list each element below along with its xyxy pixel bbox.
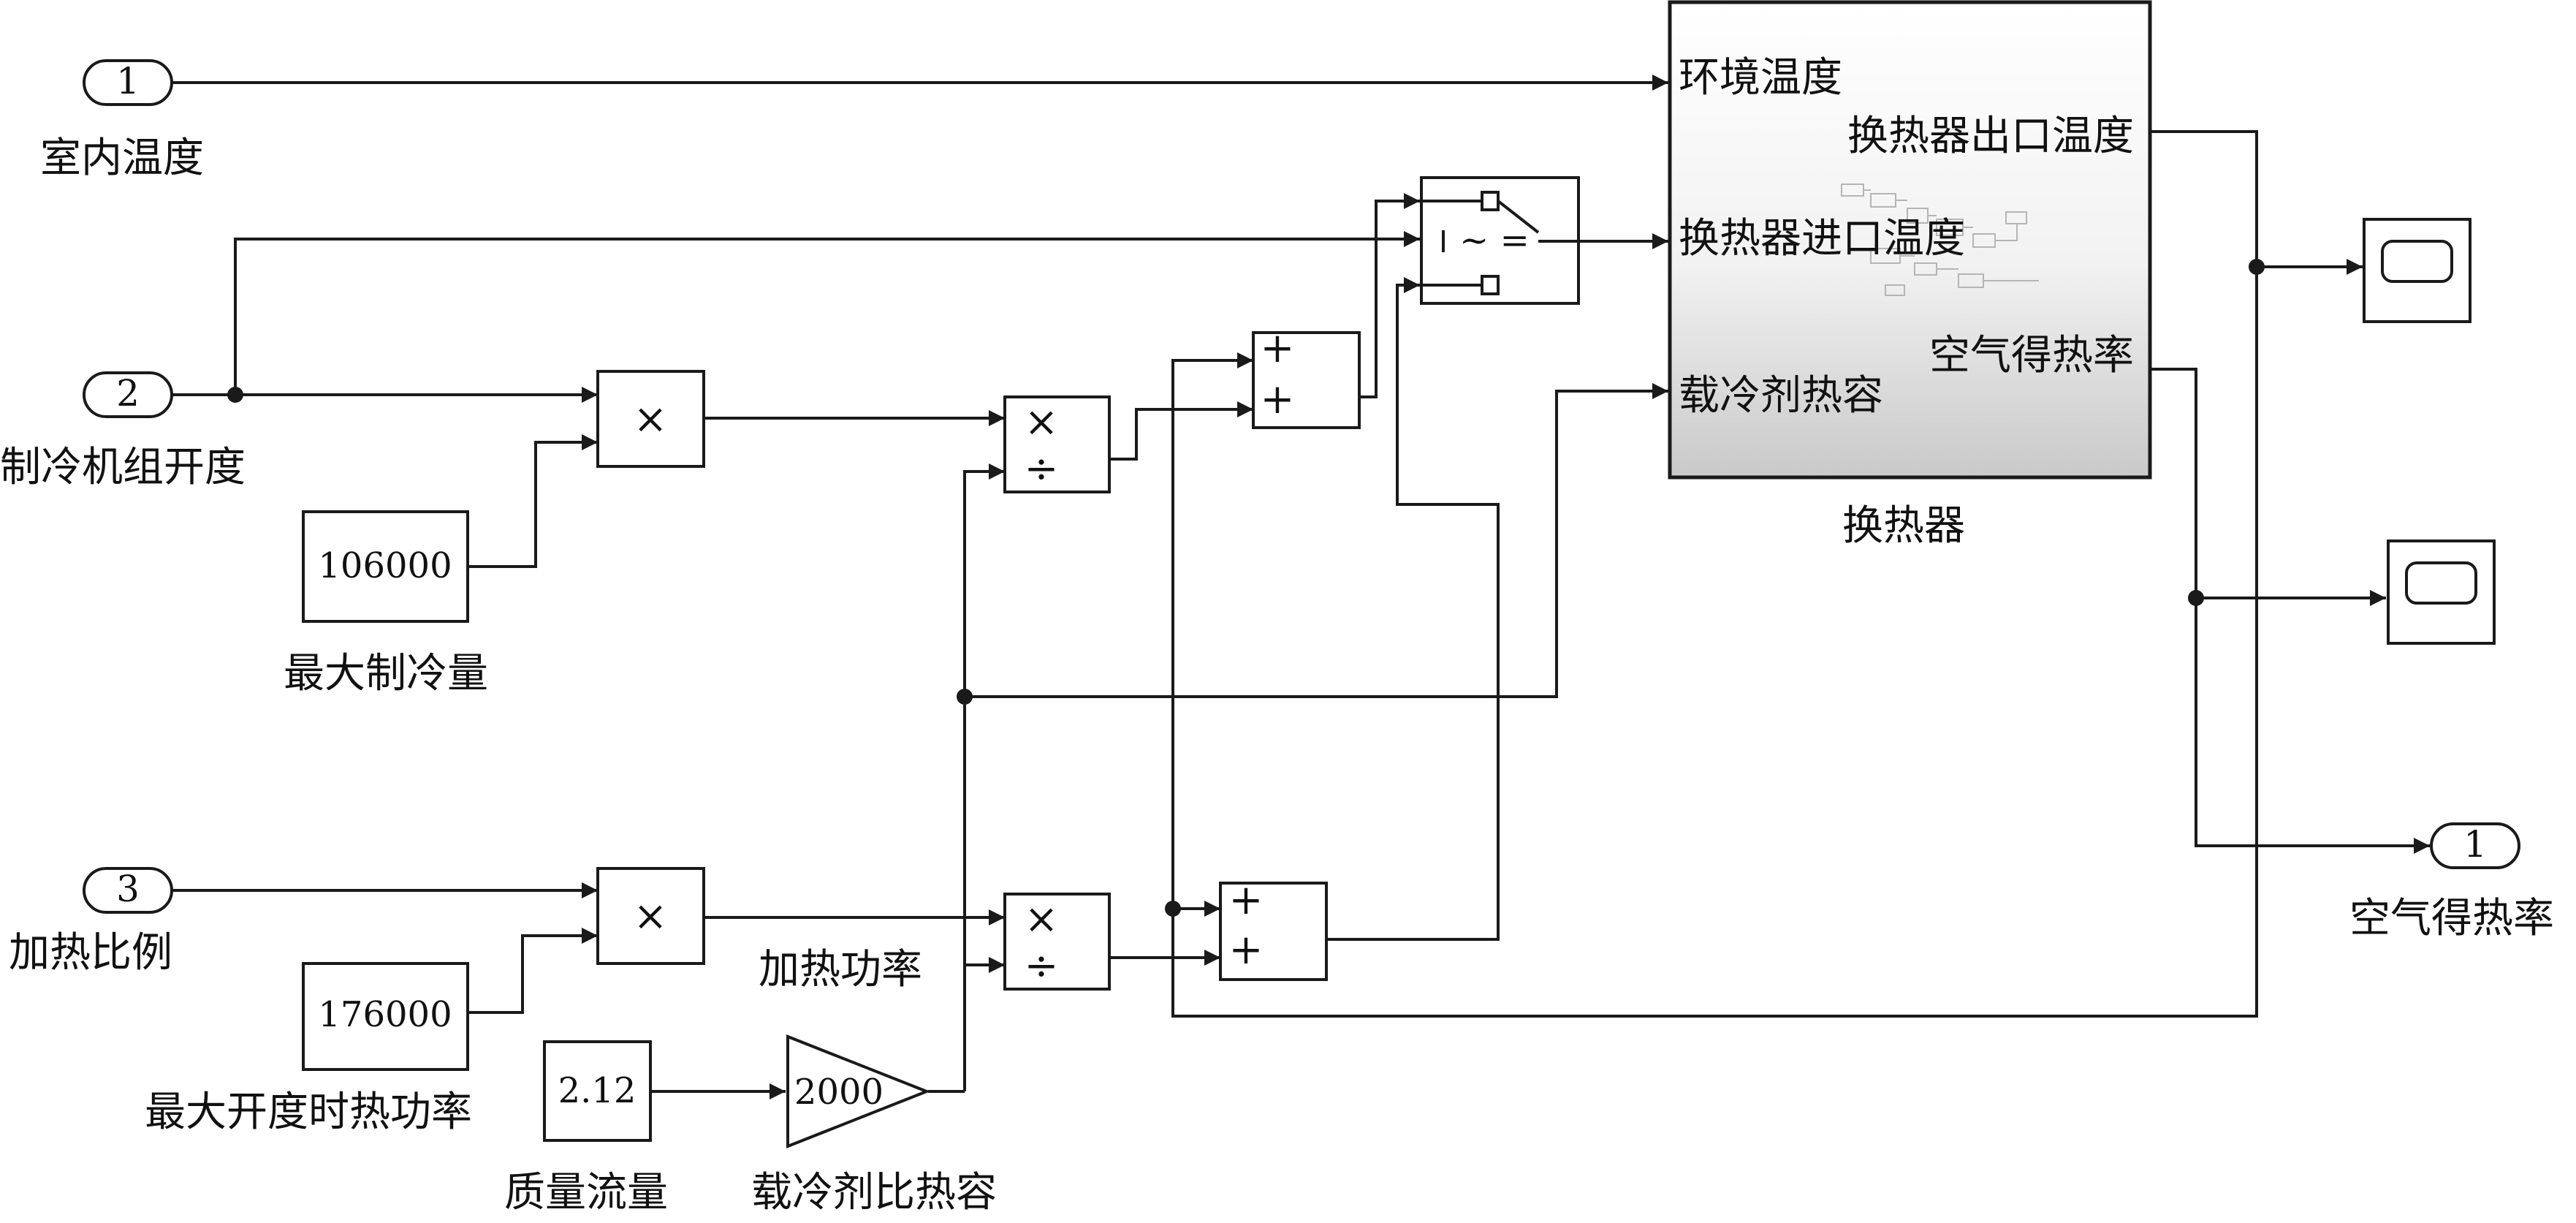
subsystem-box[interactable] xyxy=(1668,0,2152,480)
svg-text:2: 2 xyxy=(116,372,140,414)
svg-text:~ =: ~ = xyxy=(1459,220,1530,261)
svg-text:2000: 2000 xyxy=(794,1072,884,1113)
svg-text:+: + xyxy=(1229,926,1264,974)
svg-text:1: 1 xyxy=(2463,823,2487,866)
subsystem-input-inlet: 换热器进口温度 xyxy=(1679,215,1965,262)
sum-block-1[interactable]: + + xyxy=(1252,325,1361,429)
subsystem-thumbnail-icon xyxy=(1841,183,2039,296)
signal-lines xyxy=(172,75,2430,1099)
wire-heatcap-subsystem xyxy=(963,383,1668,1091)
wire-heatcap-divide2 xyxy=(963,957,1005,1091)
wire-heat-gain xyxy=(2148,368,2430,847)
svg-text:+: + xyxy=(1261,376,1295,423)
junctions xyxy=(227,259,2265,917)
outport-1[interactable]: 1 xyxy=(2430,822,2520,869)
wire-feedback-sum1 xyxy=(1171,352,1253,1016)
gain-block[interactable]: 2000 xyxy=(786,1034,931,1148)
svg-text:1: 1 xyxy=(116,60,140,102)
product-block-1[interactable]: × xyxy=(596,370,705,468)
heating-power-label: 加热功率 xyxy=(759,946,922,993)
constant-mass-flow[interactable]: 2.12 xyxy=(543,1040,652,1142)
junction-dot xyxy=(227,387,243,403)
product-block-2[interactable]: × xyxy=(596,867,705,965)
constant-max-heat-power-label: 最大开度时热功率 xyxy=(145,1088,472,1136)
inport-2[interactable]: 2 xyxy=(83,371,173,418)
wire-176000-product2 xyxy=(468,928,598,1014)
inport-2-label: 制冷机组开度 xyxy=(0,444,246,491)
divide-block-2[interactable]: × ÷ xyxy=(1003,893,1111,991)
svg-text:×: × xyxy=(634,893,668,940)
wire-outlet-temp xyxy=(2148,130,2258,281)
svg-text:+: + xyxy=(1229,876,1264,924)
constant-max-heat-power[interactable]: 176000 xyxy=(302,962,469,1071)
subsystem-output-outlet: 换热器出口温度 xyxy=(1847,113,2134,160)
wire-in2-switch xyxy=(234,231,1420,395)
wire-feedback-sum2 xyxy=(1171,281,2258,1018)
svg-text:+: + xyxy=(1261,325,1295,372)
svg-text:106000: 106000 xyxy=(318,545,452,586)
svg-text:176000: 176000 xyxy=(318,994,452,1035)
heat-exchanger-subsystem[interactable]: 环境温度 换热器进口温度 载冷剂热容 换热器出口温度 空气得热率 xyxy=(1668,0,2152,480)
inport-3[interactable]: 3 xyxy=(83,867,173,914)
svg-text:÷: ÷ xyxy=(1025,942,1059,990)
scope-icon xyxy=(2405,561,2477,605)
inport-1[interactable]: 1 xyxy=(83,59,173,106)
wire-heatcap-divide1 xyxy=(963,463,1005,697)
wire-106000-product1 xyxy=(468,434,598,568)
constant-mass-flow-label: 质量流量 xyxy=(504,1169,668,1216)
scope-icon xyxy=(2381,240,2453,283)
svg-text:×: × xyxy=(1025,896,1059,943)
svg-text:3: 3 xyxy=(116,868,140,910)
junction-dot xyxy=(1165,901,1181,917)
junction-dot xyxy=(957,689,973,705)
svg-text:×: × xyxy=(1025,398,1059,446)
inport-1-label: 室内温度 xyxy=(40,135,204,182)
scope-2[interactable] xyxy=(2387,539,2496,645)
constant-max-cooling-label: 最大制冷量 xyxy=(284,650,488,697)
gain-label: 载冷剂比热容 xyxy=(751,1169,997,1216)
junction-dot xyxy=(2249,259,2265,275)
wire-divide1-sum1 xyxy=(1109,401,1253,461)
svg-text:2.12: 2.12 xyxy=(558,1070,637,1111)
outport-1-label: 空气得热率 xyxy=(2349,895,2554,942)
switch-block[interactable]: ~ = xyxy=(1420,176,1580,305)
divide-block-1[interactable]: × ÷ xyxy=(1003,395,1111,493)
svg-text:÷: ÷ xyxy=(1025,445,1059,493)
wire-sum2-switch xyxy=(1326,277,1500,941)
constant-max-cooling[interactable]: 106000 xyxy=(302,510,469,623)
svg-text:×: × xyxy=(634,395,668,443)
wire-sum1-switch xyxy=(1359,193,1420,398)
subsystem-name: 换热器 xyxy=(1842,502,1965,550)
subsystem-input-ambient: 环境温度 xyxy=(1679,54,1842,102)
junction-dot xyxy=(2188,590,2204,606)
subsystem-output-heatgain: 空气得热率 xyxy=(1929,332,2134,379)
inport-3-label: 加热比例 xyxy=(9,929,172,977)
scope-1[interactable] xyxy=(2363,218,2471,323)
sum-block-2[interactable]: + + xyxy=(1219,876,1328,981)
subsystem-input-heatcap: 载冷剂热容 xyxy=(1679,372,1883,420)
